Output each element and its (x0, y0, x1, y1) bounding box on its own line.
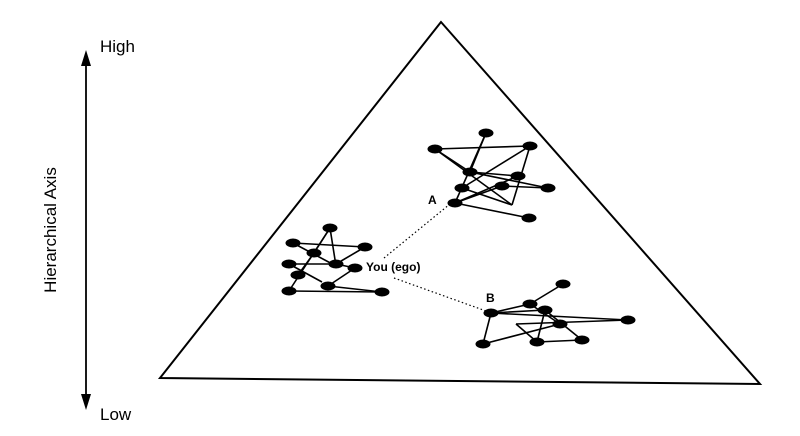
axis-arrow-up-icon (81, 50, 91, 66)
network-node (475, 339, 491, 349)
network-node (290, 270, 306, 280)
network-node (555, 279, 571, 289)
network-node (574, 335, 590, 345)
cluster-a-label: A (428, 193, 437, 207)
network-node (427, 144, 443, 154)
node-b (483, 308, 499, 318)
node-a (447, 198, 463, 208)
network-node (552, 319, 568, 329)
hierarchical-axis: High Low Hierarchical Axis (41, 37, 135, 424)
network-node (620, 315, 636, 325)
axis-arrow-down-icon (81, 394, 91, 410)
cluster-b-nodes (475, 279, 636, 349)
axis-high-label: High (100, 37, 135, 56)
ego-cluster-nodes (281, 223, 390, 297)
network-node (478, 128, 494, 138)
cluster-b-label: B (486, 291, 495, 305)
axis-low-label: Low (100, 405, 132, 424)
network-node (529, 337, 545, 347)
network-node (454, 183, 470, 193)
network-node (510, 171, 526, 181)
ego-label: You (ego) (366, 260, 420, 274)
axis-title: Hierarchical Axis (41, 167, 60, 293)
network-node (537, 305, 553, 315)
bridge-tie-b (393, 277, 487, 312)
network-node (322, 223, 338, 233)
cluster-a-ties (434, 132, 549, 219)
network-node (462, 167, 478, 177)
network-node (494, 181, 510, 191)
cluster-a-nodes (427, 128, 556, 223)
network-node (540, 183, 556, 193)
bridge-tie-a (383, 203, 451, 259)
network-node (357, 242, 373, 252)
network-node (320, 281, 336, 291)
hierarchy-triangle (157, 20, 763, 386)
network-node (281, 259, 297, 269)
ego-cluster: You (ego) (281, 223, 420, 297)
bridge-ties (383, 203, 487, 312)
network-node (521, 213, 537, 223)
network-node (306, 248, 322, 258)
network-node (328, 259, 344, 269)
cluster-b: B (475, 279, 636, 349)
network-node (374, 287, 390, 297)
ego-node (347, 263, 363, 273)
network-node (522, 141, 538, 151)
cluster-b-ties (482, 283, 629, 345)
network-node (522, 299, 538, 309)
network-node (281, 286, 297, 296)
network-node (285, 238, 301, 248)
cluster-a: A (427, 128, 556, 223)
